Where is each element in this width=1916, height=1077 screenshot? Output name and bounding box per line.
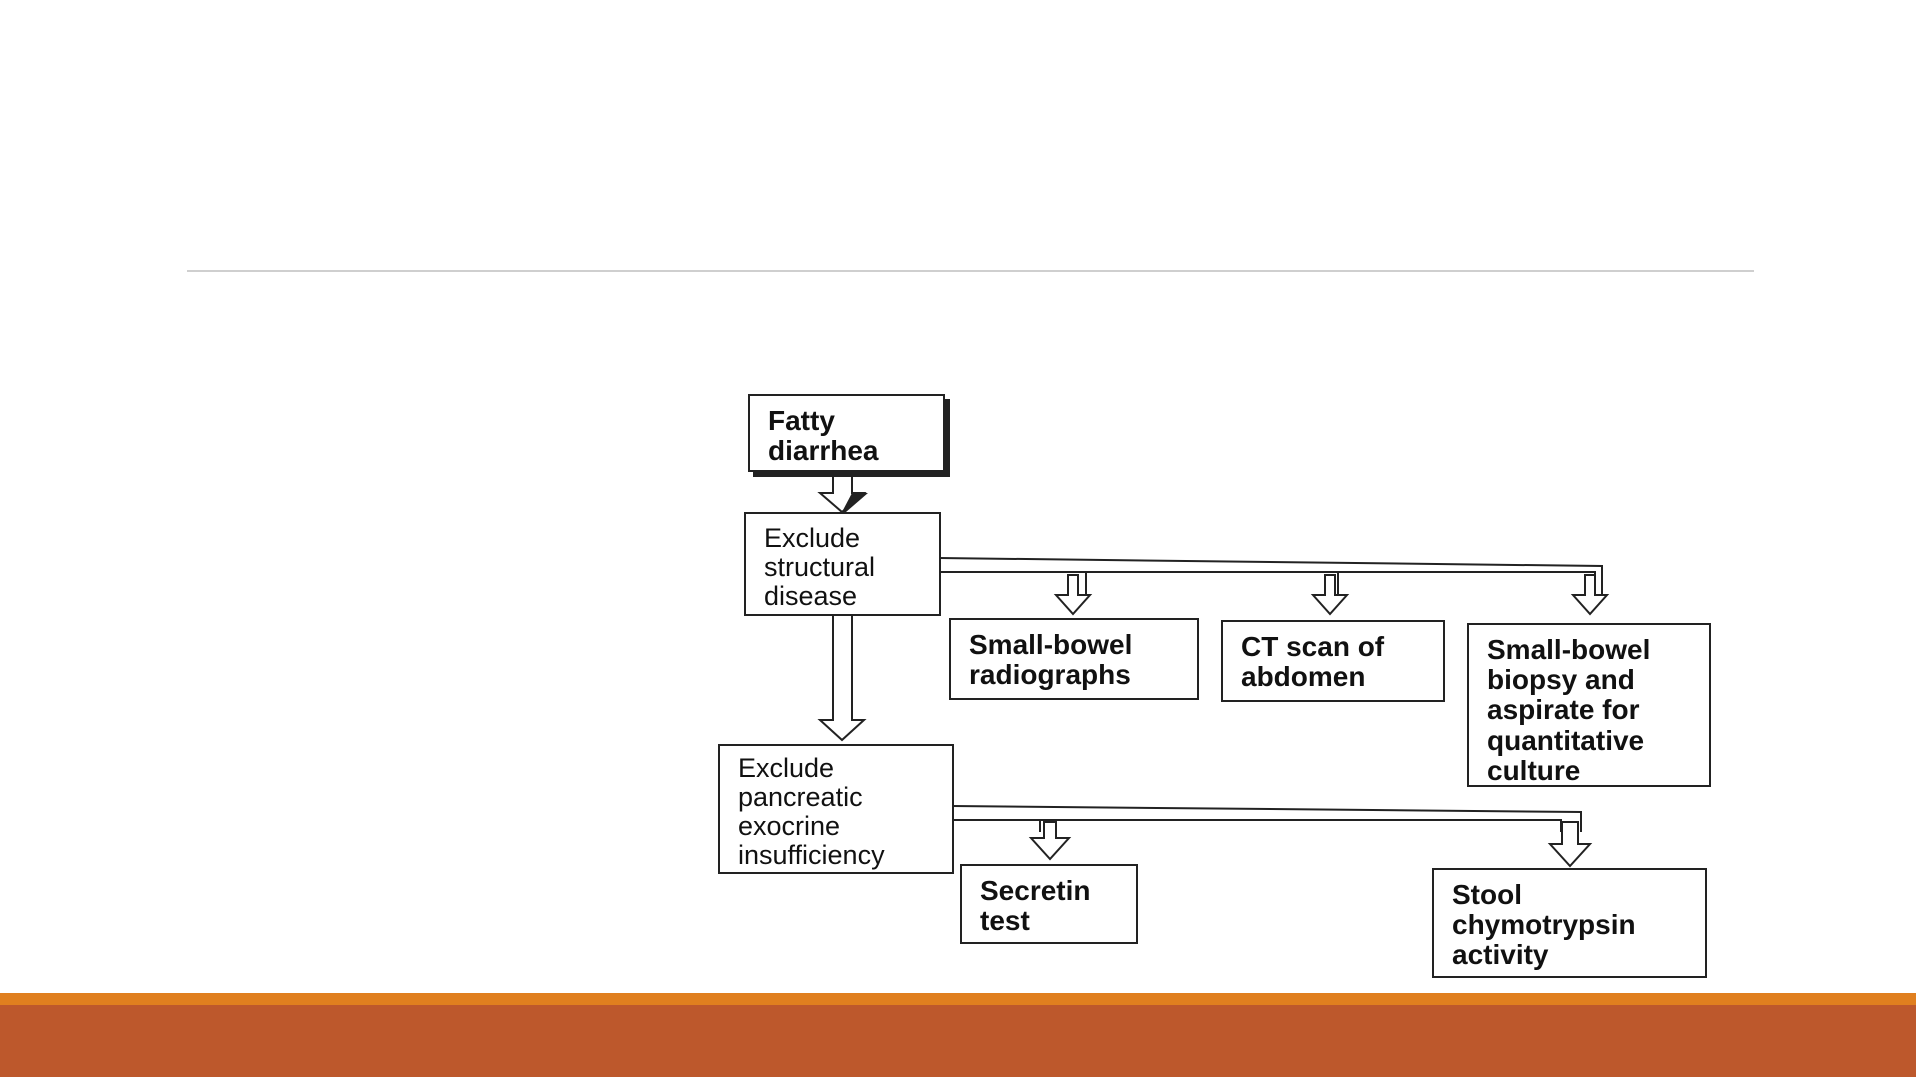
box-line: Stool bbox=[1452, 879, 1522, 910]
box-ct-scan: CT scan of abdomen bbox=[1221, 620, 1445, 702]
box-line: Small-bowel bbox=[969, 629, 1133, 660]
arrow-to-ct-scan bbox=[1310, 574, 1350, 616]
box-line: test bbox=[980, 905, 1030, 937]
arrow-structural-to-pancreatic bbox=[817, 613, 867, 742]
box-line: structural bbox=[764, 552, 876, 583]
box-stool-chymotrypsin: Stool chymotrypsin activity bbox=[1432, 868, 1707, 978]
box-line: Secretin bbox=[980, 875, 1091, 906]
box-line: insufficiency bbox=[738, 840, 885, 871]
arrow-to-biopsy bbox=[1570, 574, 1610, 616]
box-line: exocrine bbox=[738, 811, 841, 842]
box-line: radiographs bbox=[969, 659, 1131, 691]
box-line: abdomen bbox=[1241, 661, 1366, 693]
box-line: pancreatic bbox=[738, 782, 863, 813]
box-exclude-pancreatic: Exclude pancreatic exocrine insufficienc… bbox=[718, 744, 954, 874]
arrow-to-secretin bbox=[1028, 821, 1072, 861]
title-divider bbox=[187, 270, 1754, 272]
box-line: quantitative bbox=[1487, 724, 1645, 756]
box-line: disease bbox=[764, 581, 858, 612]
footer-accent-band bbox=[0, 993, 1916, 1005]
box-line: Exclude bbox=[764, 523, 861, 553]
box-line: Exclude bbox=[738, 753, 835, 783]
arrow-fatty-to-structural-shade bbox=[842, 493, 868, 512]
arrow-to-radiographs bbox=[1053, 574, 1093, 616]
box-exclude-structural: Exclude structural disease bbox=[744, 512, 941, 616]
box-line: activity bbox=[1452, 939, 1549, 971]
box-fatty-diarrhea: Fatty diarrhea bbox=[748, 394, 945, 472]
box-secretin-test: Secretin test bbox=[960, 864, 1138, 944]
arrow-fatty-to-structural bbox=[817, 471, 867, 514]
box-line: chymotrypsin bbox=[1452, 909, 1636, 941]
box-small-bowel-biopsy: Small-bowel biopsy and aspirate for quan… bbox=[1467, 623, 1711, 787]
box-line: Small-bowel bbox=[1487, 634, 1651, 665]
box-line: biopsy and bbox=[1487, 664, 1635, 696]
box-small-bowel-radiographs: Small-bowel radiographs bbox=[949, 618, 1199, 700]
box-line: aspirate for bbox=[1487, 694, 1640, 726]
footer-band bbox=[0, 1005, 1916, 1077]
box-line: culture bbox=[1487, 754, 1581, 786]
box-line: Fatty bbox=[768, 405, 835, 436]
box-line: diarrhea bbox=[768, 435, 879, 467]
box-line: CT scan of bbox=[1241, 631, 1385, 662]
arrow-to-stool bbox=[1547, 821, 1593, 868]
bracket-structural-branches bbox=[938, 557, 1603, 595]
